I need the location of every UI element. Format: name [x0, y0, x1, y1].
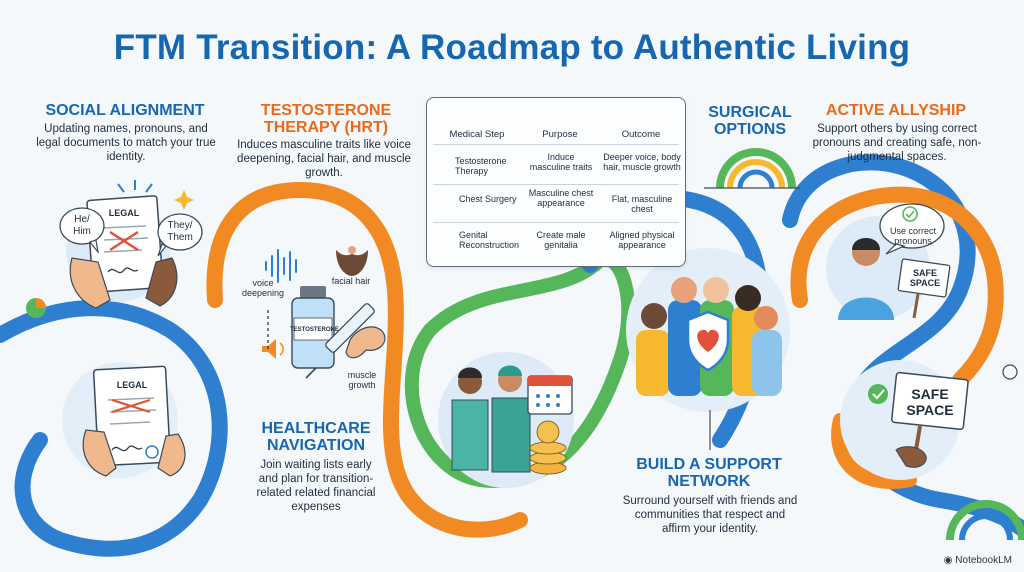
hand-left-bottom: [82, 429, 117, 477]
label-facial-hair: facial hair: [331, 276, 371, 286]
table-row-1-outcome: Deeper voice, body hair, muscle growth: [603, 152, 681, 172]
healthcare-body: Join waiting lists early and plan for tr…: [256, 459, 376, 513]
road-blue-left: [0, 300, 228, 557]
legal-label-bottom: LEGAL: [116, 380, 148, 390]
vial-label: TESTOSTERONE: [290, 327, 339, 333]
safe-space-small-text: SAFE SPACE: [909, 268, 941, 288]
healthcare-heading: HEALTHCARE NAVIGATION: [261, 420, 371, 454]
beard-icon: [336, 246, 368, 276]
safe-space-sign-small: [897, 258, 951, 319]
road-blue-right: [782, 154, 1024, 538]
support-body: Surround yourself with friends and commu…: [622, 495, 798, 535]
speech-bubble-left: [59, 207, 105, 255]
table-row-3-step: Genital Reconstruction: [459, 230, 520, 250]
speech-bubble-right: [157, 213, 203, 257]
pronoun-he-him: He/ Him: [73, 214, 91, 237]
sparkle-icon: [174, 190, 194, 210]
check-icon-bottom: [868, 384, 888, 404]
allyship-heading: ACTIVE ALLYSHIP: [825, 102, 967, 119]
page-title: FTM Transition: A Roadmap to Authentic L…: [113, 28, 911, 67]
road-orange-lower: [831, 413, 917, 489]
label-muscle-growth: muscle growth: [347, 370, 377, 390]
calendar-icon: [527, 375, 573, 415]
medical-steps-table: Medical Step Purpose Outcome Testosteron…: [426, 97, 686, 267]
support-heading: BUILD A SUPPORT NETWORK: [636, 456, 782, 490]
hand-right-bottom: [157, 433, 186, 477]
hrt-heading: TESTOSTERONE THERAPY (HRT): [260, 102, 392, 136]
table-row-3-outcome: Aligned physical appearance: [609, 230, 675, 250]
table-row-3-purpose: Create male genitalia: [536, 230, 586, 250]
safe-space-sign-large: [891, 371, 969, 468]
heart-shield-icon: [686, 310, 730, 372]
allyship-body: Support others by using correct pronouns…: [812, 123, 982, 163]
muscle-arm-icon: [345, 326, 386, 359]
safe-space-large-text: SAFE SPACE: [906, 386, 954, 418]
table-header-purpose: Purpose: [542, 129, 578, 140]
social-body: Updating names, pronouns, and legal docu…: [36, 123, 216, 163]
nurse-figure: [451, 367, 489, 471]
hand-left-top: [69, 257, 111, 309]
label-voice-deepening: voice deepening: [241, 278, 285, 298]
doctor-figure: [491, 365, 531, 473]
table-row-2-outcome: Flat, masculine chest: [611, 194, 673, 214]
table-row-1-step: Testosterone Therapy: [455, 156, 507, 176]
notebooklm-label: NotebookLM: [955, 555, 1012, 566]
speaker-icon: [262, 339, 284, 359]
table-row-2-step: Chest Surgery: [459, 194, 517, 204]
notebooklm-logo-icon: ◉: [943, 555, 953, 566]
decor-arc-bottom-right: [946, 500, 1024, 541]
notebooklm-branding: ◉ NotebookLM: [944, 555, 1012, 566]
ally-person: [838, 238, 894, 320]
road-orange-right: [790, 186, 1004, 388]
sound-wave-icon: [265, 249, 297, 283]
syringe-icon: [305, 303, 375, 379]
hand-right-top: [145, 257, 178, 307]
table-row-2-purpose: Masculine chest appearance: [528, 188, 594, 208]
testosterone-vial-icon: [291, 286, 335, 369]
surgical-heading: SURGICAL OPTIONS: [708, 104, 792, 138]
legal-doc-top: [86, 195, 164, 293]
pronoun-they-them: They/ Them: [167, 220, 193, 243]
road-orange-hrt: [206, 181, 528, 538]
table-row-1-purpose: Induce masculine traits: [529, 152, 593, 172]
table-header-step: Medical Step: [449, 129, 505, 140]
speech-bubble-allyship: [879, 203, 945, 255]
decor-dot-right: [1002, 364, 1018, 380]
table-header-outcome: Outcome: [621, 129, 661, 140]
allyship-speech-text: Use correct pronouns: [889, 226, 936, 246]
hrt-body: Induces masculine traits like voice deep…: [237, 139, 411, 179]
surgical-arc: [716, 148, 796, 189]
coins-icon: [529, 420, 567, 475]
social-heading: SOCIAL ALIGNMENT: [45, 102, 205, 119]
check-icon-top: [902, 206, 918, 222]
legal-doc-bottom: [92, 365, 172, 467]
legal-label-top: LEGAL: [108, 208, 140, 218]
